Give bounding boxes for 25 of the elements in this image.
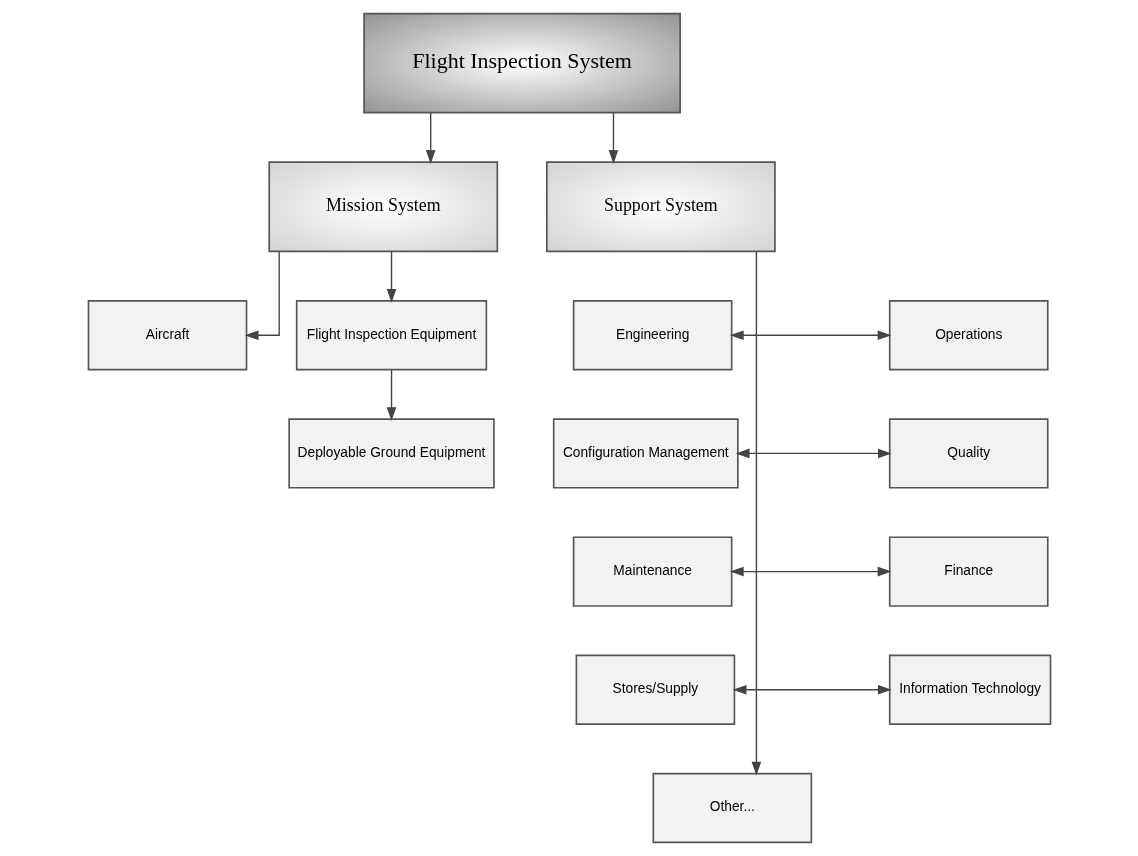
node-box: Engineering bbox=[572, 300, 732, 371]
node-box: Operations bbox=[888, 300, 1049, 371]
node-box: Flight Inspection System bbox=[362, 12, 681, 114]
arrow bbox=[608, 112, 618, 164]
arrow bbox=[386, 251, 396, 303]
node-box: Aircraft bbox=[87, 300, 247, 371]
node-box: Maintenance bbox=[572, 536, 732, 607]
node-box: Flight Inspection Equipment bbox=[295, 300, 487, 371]
arrow bbox=[751, 250, 761, 776]
node-box: Configuration Management bbox=[552, 418, 739, 489]
node-box: Finance bbox=[888, 536, 1049, 607]
node-box: Quality bbox=[888, 418, 1049, 489]
node-box: Mission System bbox=[267, 161, 498, 253]
node-box: Other... bbox=[652, 772, 812, 844]
arrow bbox=[729, 330, 891, 341]
node-box: Information Technology bbox=[888, 654, 1051, 725]
arrow bbox=[729, 566, 891, 577]
node-box: Support System bbox=[545, 161, 776, 253]
arrow bbox=[386, 369, 396, 421]
arrow bbox=[735, 448, 892, 459]
arrow bbox=[732, 685, 892, 695]
arrow bbox=[425, 112, 435, 164]
node-box: Deployable Ground Equipment bbox=[287, 418, 495, 489]
arrow bbox=[244, 251, 280, 341]
node-box: Stores/Supply bbox=[575, 654, 735, 725]
